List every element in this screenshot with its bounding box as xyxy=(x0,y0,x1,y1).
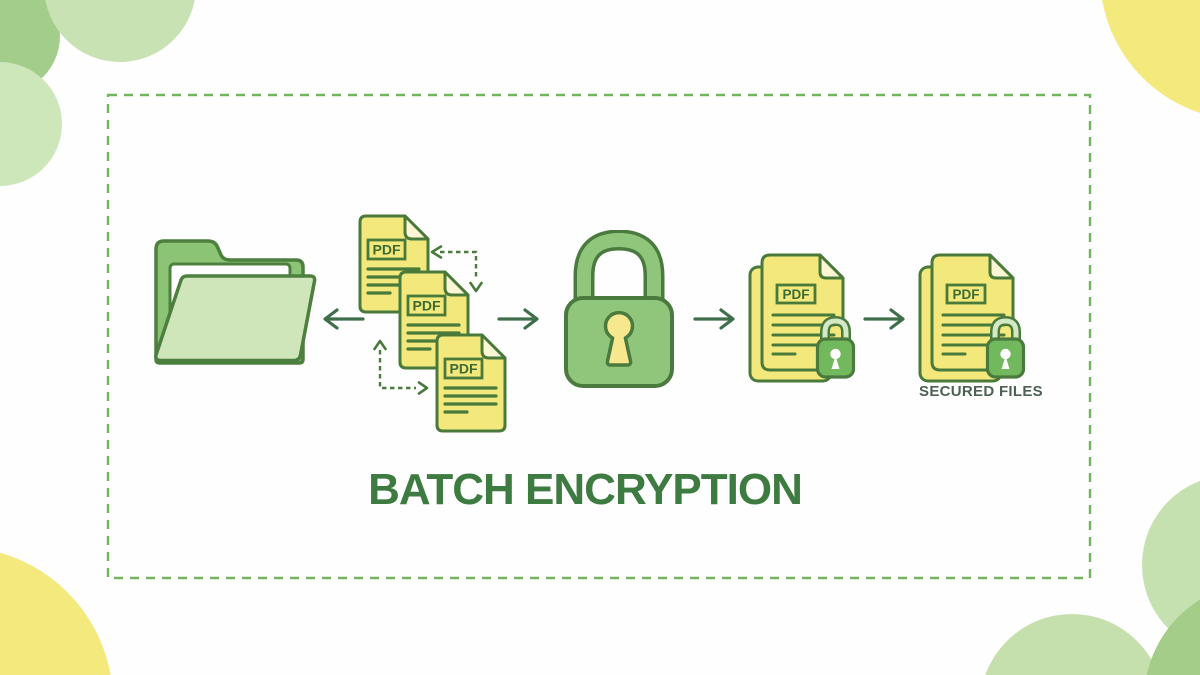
folder-front xyxy=(154,274,317,363)
pdf-file-1: PDF xyxy=(358,214,430,314)
encryption-lock-icon xyxy=(564,230,674,388)
small-padlock-icon xyxy=(815,315,856,379)
keyhole xyxy=(603,310,635,367)
pdf-label: PDF xyxy=(953,287,980,302)
pdf-label: PDF xyxy=(373,242,401,258)
arrow-right-icon xyxy=(497,308,539,330)
folder-icon xyxy=(154,239,317,365)
page-title: BATCH ENCRYPTION xyxy=(368,465,803,514)
arrow-left-icon xyxy=(323,308,365,330)
pdf-file-3: PDF xyxy=(435,333,507,433)
loop-arrow-bottom-icon xyxy=(373,339,429,395)
small-padlock-icon xyxy=(985,315,1026,379)
loop-arrow-top-icon xyxy=(430,245,483,293)
pdf-file-stack-icon: PDF PDF PDF xyxy=(358,214,507,433)
pdf-label: PDF xyxy=(783,287,810,302)
encrypted-pdf-file-icon: PDF xyxy=(748,253,856,383)
arrow-right-icon xyxy=(863,308,905,330)
pdf-label: PDF xyxy=(450,361,478,377)
secured-pdf-file-icon: PDF xyxy=(918,253,1026,383)
arrow-right-icon xyxy=(693,308,735,330)
secured-files-label: SECURED FILES xyxy=(919,383,1043,400)
pdf-label: PDF xyxy=(413,298,441,314)
